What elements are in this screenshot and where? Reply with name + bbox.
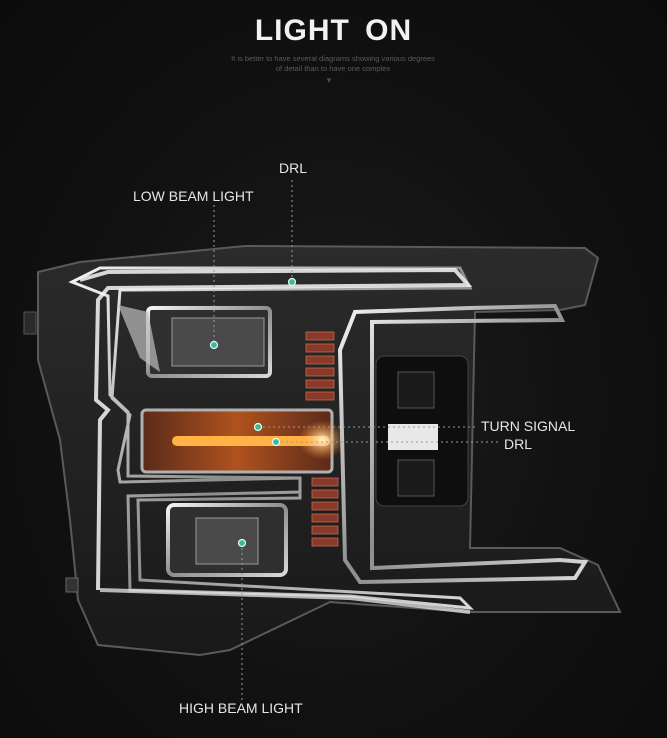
mounting-tab [65,577,79,593]
high-beam-lens [195,517,259,565]
red-reflector-fins [305,331,339,547]
marker-high-beam [237,538,247,548]
label-turn-signal: TURN SIGNAL [481,418,576,434]
low-beam-reflector [118,305,160,372]
turn-signal-glow [298,420,346,460]
chevron-down-icon: ▼ [325,76,333,85]
page-title: LIGHT ON [254,14,413,47]
low-beam-lens [171,317,265,367]
drl-strip-top [79,267,473,591]
module-sticker [388,424,438,450]
subtitle-line-1: It is better to have several diagrams sh… [231,54,435,63]
label-low-beam: LOW BEAM LIGHT [133,188,254,204]
chrome-u-channel [337,303,589,585]
marker-turn-signal [253,422,263,432]
page-subtitle: It is better to have several diagrams sh… [183,54,483,74]
module-connector [397,459,435,497]
label-drl-top: DRL [279,160,308,176]
subtitle-line-2: of detail than to have one complex [275,64,391,73]
mounting-tab [23,311,37,335]
drl-strip-bottom [99,588,471,614]
module-connector [397,371,435,409]
label-high-beam: HIGH BEAM LIGHT [179,700,303,716]
label-drl-side: DRL [504,436,533,452]
marker-low-beam [209,340,219,350]
marker-drl-side [271,437,281,447]
turn-signal-bar [172,436,330,446]
marker-drl-top [287,277,297,287]
